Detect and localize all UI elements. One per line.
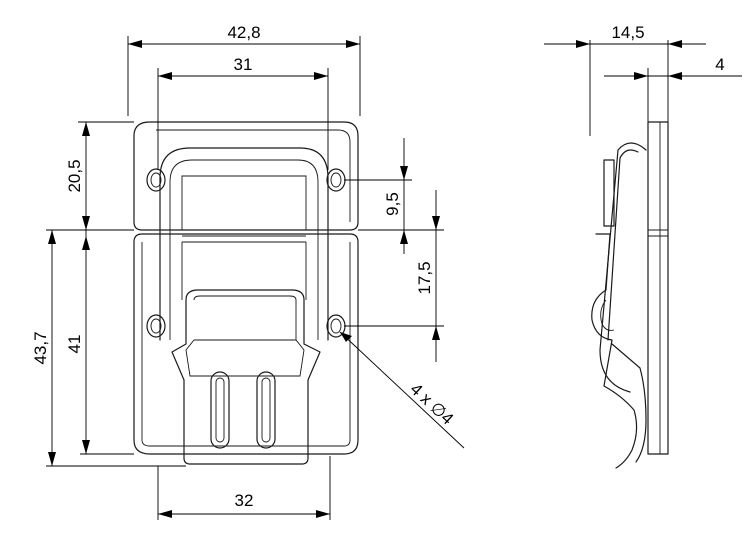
overall-height-label: 43,7: [31, 331, 50, 364]
bail-hook: [159, 147, 329, 341]
dimension-hole-callout: 4 x ∅4: [339, 331, 465, 449]
front-view: [133, 121, 359, 465]
side-depth-label: 14,5: [611, 23, 644, 42]
lower-plate: [133, 233, 359, 455]
side-lever: [591, 233, 638, 469]
dimension-hole-spacing: 31: [157, 55, 329, 170]
side-view: [591, 121, 669, 469]
hole-pitch-label: 17,5: [415, 261, 434, 294]
overall-width-label: 42,8: [227, 23, 260, 42]
side-bail: [599, 142, 647, 393]
lower-plate-height-label: 41: [65, 335, 84, 354]
top-plate-height-label: 20,5: [65, 159, 84, 192]
mounting-hole: [146, 314, 166, 338]
dimension-bottom-width: 32: [157, 456, 331, 520]
dimension-side-plate-thickness: 4: [604, 55, 742, 122]
dimension-hole-pitch: 17,5: [344, 190, 444, 362]
dimension-overall-width: 42,8: [127, 23, 361, 116]
lever: [171, 289, 321, 465]
dimension-upper-hole-offset: 9,5: [344, 138, 444, 254]
upper-hole-offset-label: 9,5: [383, 192, 402, 216]
dimension-side-depth: 14,5: [544, 23, 706, 136]
upper-plate: [133, 121, 359, 231]
slot: [210, 371, 230, 449]
hole-callout-label: 4 x ∅4: [406, 379, 457, 428]
side-keeper: [603, 159, 615, 227]
dimension-top-plate-height: 20,5: [65, 121, 134, 231]
dimension-lower-plate-height: 41: [65, 230, 134, 455]
bottom-width-label: 32: [235, 491, 254, 510]
dimension-overall-height: 43,7: [31, 229, 186, 467]
side-base-plate: [647, 121, 669, 455]
slot: [256, 371, 276, 449]
mounting-hole: [146, 168, 166, 192]
side-plate-thickness-label: 4: [715, 55, 724, 74]
hole-spacing-label: 31: [234, 55, 253, 74]
mounting-hole: [326, 168, 346, 192]
